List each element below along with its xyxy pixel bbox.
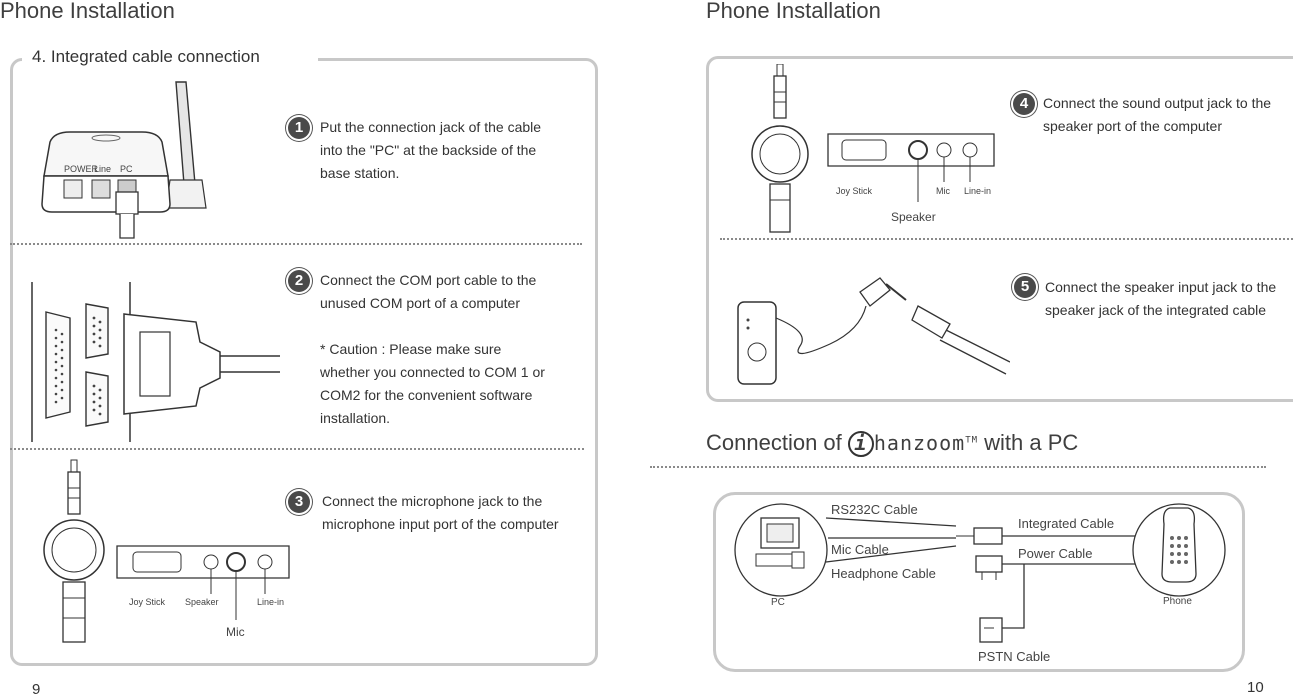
phone-label: Phone [1163,596,1192,607]
step-2-badge: 2 [288,270,310,292]
mic-fig-speaker-label: Speaker [185,597,219,607]
section-divider [10,448,584,450]
left-page-title: Phone Installation [0,0,175,23]
step-2-text: Connect the COM port cable to the unused… [320,272,545,426]
section-divider [10,243,582,245]
connection-diagram: PC RS232C Cable Mic Cable Headphone Cabl… [734,502,1226,664]
step-3-badge: 3 [288,491,310,513]
base-station-illustration: POWER Line PC [41,81,207,239]
step-5-text: Connect the speaker input jack to the sp… [1045,279,1277,318]
base-power-label: POWER [64,164,99,174]
integrated-cable-label: Integrated Cable [1018,516,1114,531]
rs232c-cable-label: RS232C Cable [831,502,918,517]
left-page-number: 9 [32,681,41,698]
step-1-badge: 1 [288,117,310,139]
mic-fig-mic-label: Mic [226,625,245,639]
mic-fig-joystick-label: Joy Stick [129,597,166,607]
pc-circle [734,503,828,597]
pc-label: PC [771,597,785,608]
headphone-cable-label: Headphone Cable [831,566,936,581]
speaker-cable-illustration [737,277,1010,385]
com-port-illustration [31,282,280,442]
right-page-number: 10 [1247,679,1264,696]
base-pc-label: PC [120,164,133,174]
section-divider [650,466,1266,468]
step-1-text: Put the connection jack of the cable int… [320,119,542,181]
mic-fig-linein-label: Line-in [257,597,284,607]
right-page-title: Phone Installation [706,0,881,23]
section-title: 4. Integrated cable connection [22,47,318,67]
step-3-text: Connect the microphone jack to the micro… [322,493,559,532]
power-cable-label: Power Cable [1018,546,1092,561]
spk-fig-speaker-label: Speaker [891,210,936,224]
mic-cable-label: Mic Cable [831,542,889,557]
step-5-badge: 5 [1014,276,1036,298]
pstn-cable-label: PSTN Cable [978,649,1050,664]
mic-jack-illustration: Joy Stick Speaker Line-in Mic [43,459,290,643]
base-line-label: Line [94,164,111,174]
right-instructions-panel [706,56,1293,402]
section-divider [720,238,1293,240]
spk-fig-joystick-label: Joy Stick [836,186,873,196]
speaker-jack-illustration: Joy Stick Mic Line-in Speaker [751,64,995,233]
step-4-badge: 4 [1013,93,1035,115]
step-4-text: Connect the sound output jack to the spe… [1043,95,1272,134]
spk-fig-linein-label: Line-in [964,186,991,196]
spk-fig-mic-label: Mic [936,186,950,196]
